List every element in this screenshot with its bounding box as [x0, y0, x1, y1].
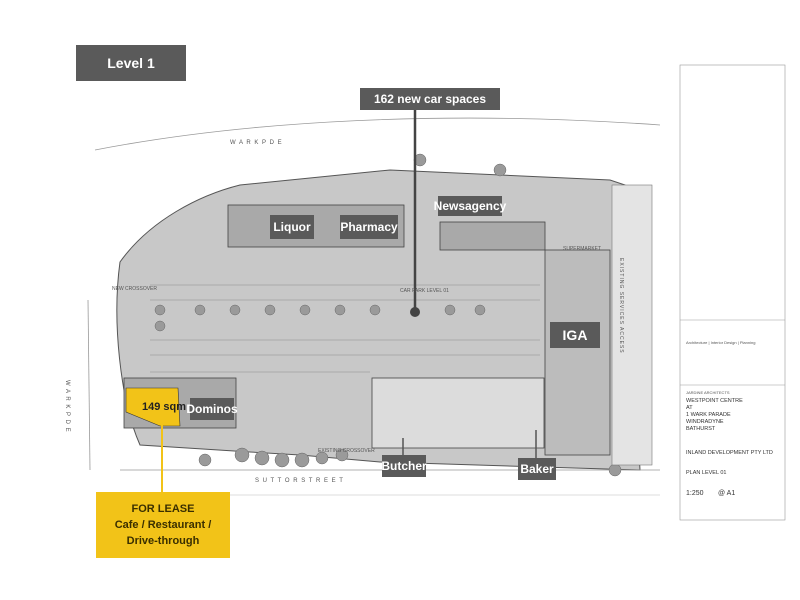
car-park-level-note: CAR PARK LEVEL 01 [400, 288, 449, 294]
south-shops-block [371, 377, 545, 449]
title-client: INLAND DEVELOPMENT PTY LTD [686, 450, 773, 456]
suttor-street-label: S U T T O R S T R E E T [255, 478, 344, 484]
existing-crossover-note: EXISTING CROSSOVER [318, 448, 375, 454]
car-spaces-dot [410, 307, 420, 317]
title-firm: JARDINE ARCHITECTS [686, 390, 730, 395]
wark-pde-kerb [94, 117, 661, 151]
lease-area-shape [125, 387, 181, 427]
for-lease-title: FOR LEASE [131, 503, 195, 515]
title-project: WESTPOINT CENTRE [686, 398, 743, 404]
pharmacy-label: Pharmacy [340, 215, 398, 239]
for-lease-use-2: Drive-through [126, 535, 200, 547]
iga-label: IGA [550, 322, 600, 348]
wark-pde-left-kerb [87, 299, 91, 471]
parking-rows [150, 284, 540, 373]
wark-pde-left-label: W A R K P D E [64, 380, 70, 433]
car-spaces-callout: 162 new car spaces [360, 88, 500, 110]
level-label: Level 1 [76, 45, 186, 81]
newsagency-label: Newsagency [434, 196, 506, 216]
trees [154, 153, 622, 477]
title-sheet-size: @ A1 [718, 490, 736, 497]
title-drawing-name: PLAN LEVEL 01 [686, 470, 727, 476]
for-lease-use-1: Cafe / Restaurant / [114, 519, 212, 531]
wark-pde-top-label: W A R K P D E [230, 140, 283, 146]
services-access-note: EXISTING SERVICES ACCESS [618, 258, 624, 354]
title-firm-disciplines: Architecture | Interior Design | Plannin… [686, 340, 756, 345]
supermarket-block [544, 249, 611, 456]
title-address-1: 1 WARK PARADE [686, 412, 731, 418]
supermarket-note: SUPERMARKET [563, 246, 602, 252]
liquor-label: Liquor [270, 215, 314, 239]
dominos-label: Dominos [186, 398, 238, 420]
service-lane [611, 184, 653, 466]
title-address-3: BATHURST [686, 426, 716, 432]
baker-label: Baker [518, 458, 556, 480]
new-crossover-note: NEW CROSSOVER [112, 286, 158, 292]
for-lease-box: FOR LEASE Cafe / Restaurant / Drive-thro… [96, 492, 230, 558]
title-scale: 1:250 [686, 490, 704, 497]
title-at: AT [686, 405, 693, 411]
lease-area-value: 149 sqm [142, 401, 187, 413]
butcher-label: Butcher [381, 455, 427, 477]
newsagency-block [439, 221, 546, 251]
title-block-frame [679, 64, 786, 521]
title-address-2: WINDRADYNE [686, 419, 724, 425]
